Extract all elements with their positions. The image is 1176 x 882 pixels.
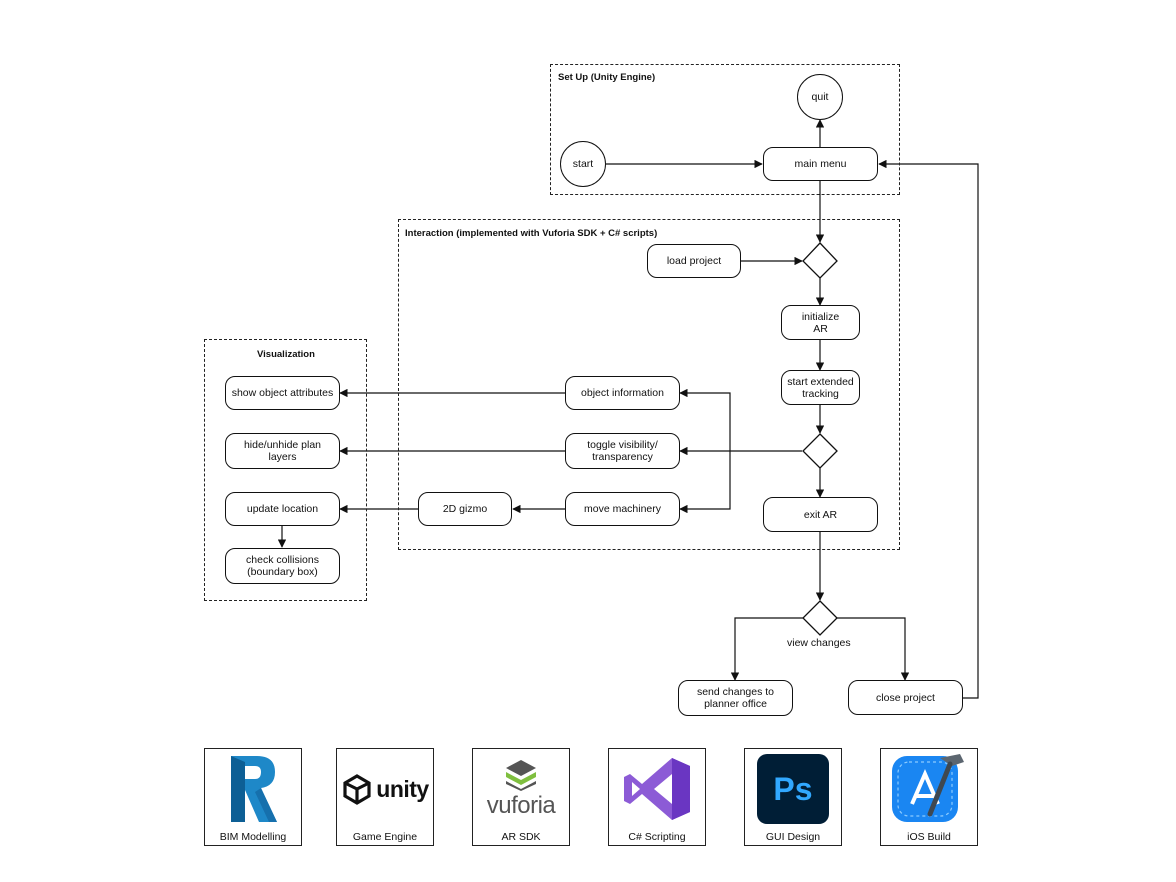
node-check-collisions: check collisions (boundary box): [225, 548, 340, 584]
edge-close-main-menu: [878, 159, 979, 699]
edge-label-view-changes: view changes: [787, 637, 851, 649]
group-interaction-title: Interaction (implemented with Vuforia SD…: [405, 228, 658, 239]
tool-caption-ios-build: iOS Build: [907, 831, 951, 843]
vuforia-icon: vuforia: [473, 749, 569, 829]
unity-icon: unity: [337, 749, 433, 829]
tool-card-vuforia: vuforia AR SDK: [472, 748, 570, 846]
tool-caption-ar-sdk: AR SDK: [501, 831, 541, 843]
xcode-icon: [881, 749, 977, 829]
edge-branch-object-information: [679, 388, 731, 451]
node-initialize-ar: initialize AR: [781, 305, 860, 340]
node-start-extended-tracking: start extended tracking: [781, 370, 860, 405]
decision-diamond-view-changes: [802, 600, 838, 636]
node-start: start: [560, 141, 606, 187]
unity-wordmark: unity: [376, 775, 429, 802]
group-visualization-title: Visualization: [257, 349, 315, 360]
edge-decision3-close: [837, 617, 910, 681]
photoshop-tile: Ps: [757, 754, 829, 824]
node-main-menu: main menu: [763, 147, 878, 181]
group-setup-title: Set Up (Unity Engine): [558, 72, 656, 83]
photoshop-wordmark: Ps: [773, 770, 813, 807]
node-exit-ar: exit AR: [763, 497, 878, 532]
vuforia-wordmark: vuforia: [486, 792, 556, 819]
group-setup: Set Up (Unity Engine): [550, 64, 900, 195]
tool-caption-c-sharp-scripting: C# Scripting: [628, 831, 686, 843]
tool-caption-gui-design: GUI Design: [765, 831, 821, 843]
tool-card-revit: BIM Modelling: [204, 748, 302, 846]
edge-decision3-send: [730, 617, 803, 681]
group-visualization: Visualization: [204, 339, 367, 601]
tool-caption-bim-modelling: BIM Modelling: [219, 831, 287, 843]
edge-branch-move-machinery: [679, 451, 731, 514]
decision-diamond-load: [802, 242, 838, 279]
tool-card-photoshop: Ps GUI Design: [744, 748, 842, 846]
revit-icon: [205, 749, 301, 829]
node-show-object-attributes: show object attributes: [225, 376, 340, 410]
node-toggle-visibility: toggle visibility/ transparency: [565, 433, 680, 469]
node-send-changes: send changes to planner office: [678, 680, 793, 716]
tool-caption-game-engine: Game Engine: [352, 831, 418, 843]
node-hide-unhide-plan-layers: hide/unhide plan layers: [225, 433, 340, 469]
visual-studio-icon: [609, 749, 705, 829]
group-interaction: Interaction (implemented with Vuforia SD…: [398, 219, 900, 550]
tool-card-unity: unity Game Engine: [336, 748, 434, 846]
node-quit: quit: [797, 74, 843, 120]
node-2d-gizmo: 2D gizmo: [418, 492, 512, 526]
decision-diamond-interaction: [802, 433, 838, 469]
node-move-machinery: move machinery: [565, 492, 680, 526]
tool-card-xcode: iOS Build: [880, 748, 978, 846]
photoshop-icon: Ps: [745, 749, 841, 829]
tool-card-visual-studio: C# Scripting: [608, 748, 706, 846]
node-update-location: update location: [225, 492, 340, 526]
node-close-project: close project: [848, 680, 963, 715]
node-load-project: load project: [647, 244, 741, 278]
node-object-information: object information: [565, 376, 680, 410]
